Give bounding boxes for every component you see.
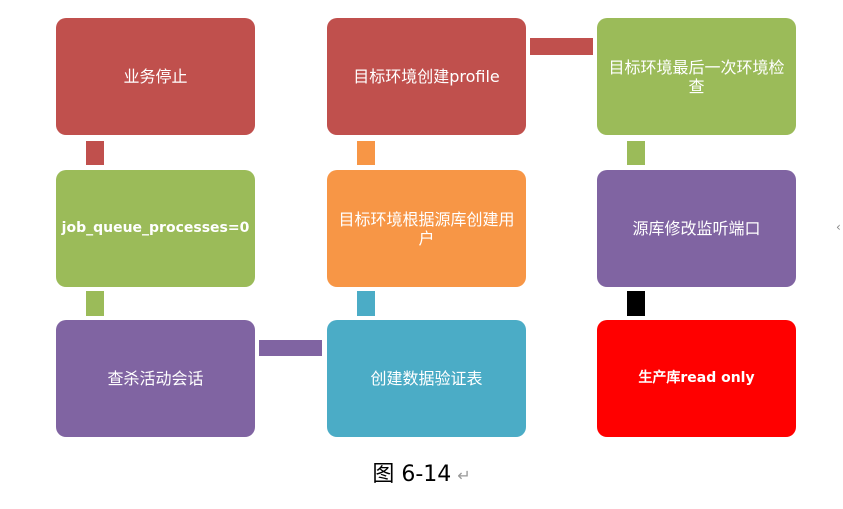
step-job-queue-label: job_queue_processes=0	[61, 220, 250, 236]
connector-2-3	[86, 291, 104, 316]
connector-6-5	[357, 291, 375, 316]
step-final-check-label: 目标环境最后一次环境检查	[608, 57, 785, 96]
connector-8-9	[627, 291, 645, 316]
connector-3-6	[259, 340, 322, 356]
connector-5-4	[357, 141, 375, 165]
step-job-queue: job_queue_processes=0	[56, 170, 255, 287]
step-business-stop-label: 业务停止	[123, 67, 188, 86]
step-prod-read-only: 生产库read only	[597, 320, 796, 437]
figure-caption: 图 6-14 ↵	[0, 456, 843, 488]
return-mark-icon: ↵	[457, 466, 471, 485]
connector-1-2	[86, 141, 104, 165]
step-final-check: 目标环境最后一次环境检查	[597, 18, 796, 135]
step-create-profile-label: 目标环境创建profile	[353, 67, 500, 86]
step-change-listener-port-label: 源库修改监听端口	[632, 219, 761, 238]
connector-7-8	[627, 141, 645, 165]
edge-arrow-mark: ‹	[836, 220, 841, 234]
step-business-stop: 业务停止	[56, 18, 255, 135]
figure-caption-text: 图 6-14	[372, 462, 452, 487]
step-create-verify-table: 创建数据验证表	[327, 320, 526, 437]
step-change-listener-port: 源库修改监听端口	[597, 170, 796, 287]
step-create-verify-table-label: 创建数据验证表	[370, 369, 483, 388]
connector-4-7	[530, 38, 593, 55]
step-create-users: 目标环境根据源库创建用户	[327, 170, 526, 287]
step-kill-sessions: 查杀活动会话	[56, 320, 255, 437]
step-prod-read-only-label: 生产库read only	[638, 370, 755, 386]
step-create-profile: 目标环境创建profile	[327, 18, 526, 135]
step-kill-sessions-label: 查杀活动会话	[107, 369, 204, 388]
step-create-users-label: 目标环境根据源库创建用户	[338, 209, 515, 248]
